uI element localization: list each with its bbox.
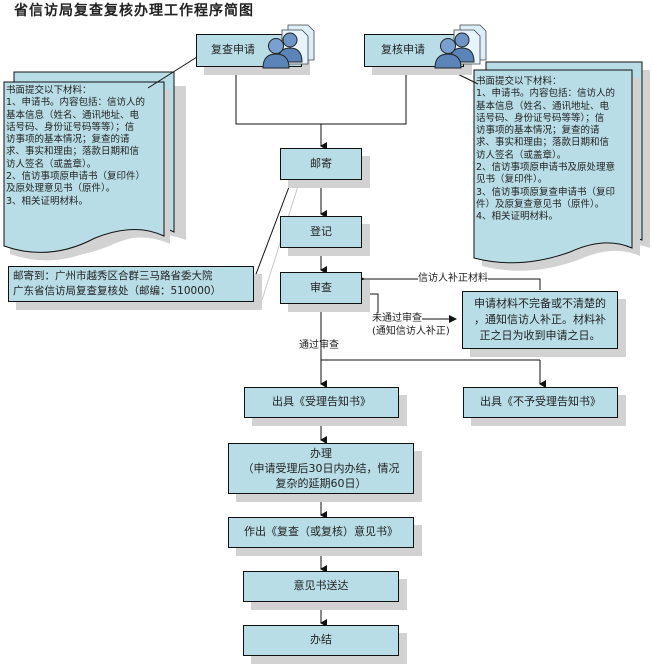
doc-line: 访事项的基本情况；复查的请 <box>6 134 130 146</box>
address-line: 广东省信访局复查复核处（邮编：510000） <box>13 285 222 297</box>
doc-line: 4、相关证明材料。 <box>476 211 559 223</box>
doc-line: 2、信访事项原申请书及原处理意 <box>476 162 616 174</box>
supplement-line: 正之日为收到申请之日。 <box>479 329 601 342</box>
right-materials-document <box>473 61 650 271</box>
deliver-opinion-node: 意见书送达 <box>243 571 399 602</box>
supplement-back-label: 信访人补正材料 <box>418 273 488 285</box>
doc-line: 件）及原复查意见书（原件）。 <box>476 198 605 210</box>
not-passed-label: 未通过审查 <box>372 313 422 325</box>
left-materials-text: 书面提交以下材料： 1、申请书。内容包括：信访人的 基本信息（姓名、通讯地址、电… <box>6 85 164 208</box>
doc-line: 见书（复印件）。 <box>476 174 548 186</box>
left-materials-document <box>3 71 186 261</box>
doc-line: 基本信息（姓名、通讯地址、电 <box>476 100 610 112</box>
doc-line: 2、信访事项原申请书（复印件） <box>6 171 146 183</box>
doc-line: 书面提交以下材料： <box>6 85 92 96</box>
register-node: 登记 <box>280 216 362 248</box>
close-case-node: 办结 <box>243 625 399 656</box>
node-label: 意见书送达 <box>293 579 349 593</box>
doc-line: 1、申请书。内容包括：信访人的 <box>476 88 616 100</box>
doc-line: 话号码、身份证号码等等）；信 <box>476 112 605 124</box>
doc-line: 访事项的基本情况；复查的请 <box>476 125 600 137</box>
mailing-address-box: 邮寄到：广州市越秀区合群三马路省委大院 广东省信访局复查复核处（邮编：51000… <box>8 266 254 302</box>
doc-line: 书面提交以下材料： <box>476 76 562 87</box>
doc-line: 3、相关证明材料。 <box>6 195 89 207</box>
supplement-line: ，通知信访人补正。材料补 <box>474 313 606 326</box>
issue-acceptance-notice-node: 出具《受理告知书》 <box>244 387 399 418</box>
supplement-notice-box: 申请材料不完备或不清楚的 ，通知信访人补正。材料补 正之日为收到申请之日。 <box>462 291 618 349</box>
examine-node: 审查 <box>280 272 362 304</box>
node-label: 办理 <box>310 447 332 460</box>
node-label: 审查 <box>310 280 332 294</box>
make-opinion-node: 作出《复查（或复核）意见书》 <box>228 517 414 548</box>
diagram-title: 省信访局复查复核办理工作程序简图 <box>14 3 254 19</box>
doc-line: 访人签名（或盖章）。 <box>6 158 97 170</box>
doc-line: 基本信息（姓名、通讯地址、电 <box>6 109 140 121</box>
doc-line: 1、申请书。内容包括：信访人的 <box>6 97 146 109</box>
node-label: 出具《不予受理告知书》 <box>480 395 601 409</box>
not-passed-note-label: (通知信访人补正) <box>372 326 450 337</box>
handle-node: 办理 （申请受理后30日内办结，情况 复杂的延期60日） <box>228 443 414 494</box>
doc-line: 及原处理意见书（原件）。 <box>6 183 116 195</box>
node-label: 登记 <box>310 224 332 238</box>
people-with-documents-icon <box>434 24 487 69</box>
node-label: 办结 <box>310 633 332 647</box>
doc-line: 访人签名（或盖章）。 <box>476 149 567 161</box>
supplement-line: 申请材料不完备或不清楚的 <box>474 297 606 310</box>
mail-node: 邮寄 <box>280 148 362 180</box>
node-label: 作出《复查（或复核）意见书》 <box>244 525 398 539</box>
node-note: 复杂的延期60日） <box>275 477 367 490</box>
callout-line-address <box>252 178 293 283</box>
doc-line: 求、事实和理由；落款日期和信 <box>6 146 140 158</box>
doc-line: 话号码、身份证号码等等）；信 <box>6 121 135 133</box>
node-note: （申请受理后30日内办结，情况 <box>242 462 400 475</box>
right-materials-text: 书面提交以下材料： 1、申请书。内容包括：信访人的 基本信息（姓名、通讯地址、电… <box>476 76 632 224</box>
doc-line: 求、事实和理由；落款日期和信 <box>476 137 610 149</box>
issue-rejection-notice-node: 出具《不予受理告知书》 <box>463 387 618 418</box>
people-with-documents-icon <box>262 24 315 69</box>
address-line: 邮寄到：广州市越秀区合群三马路省委大院 <box>13 270 213 282</box>
passed-label: 通过审查 <box>299 340 339 351</box>
doc-line: 3、信访事项原复查申请书（复印 <box>476 186 616 198</box>
node-label: 复查申请 <box>211 43 255 57</box>
node-label: 出具《受理告知书》 <box>272 395 371 409</box>
node-label: 邮寄 <box>310 156 332 170</box>
node-label: 复核申请 <box>381 43 425 57</box>
